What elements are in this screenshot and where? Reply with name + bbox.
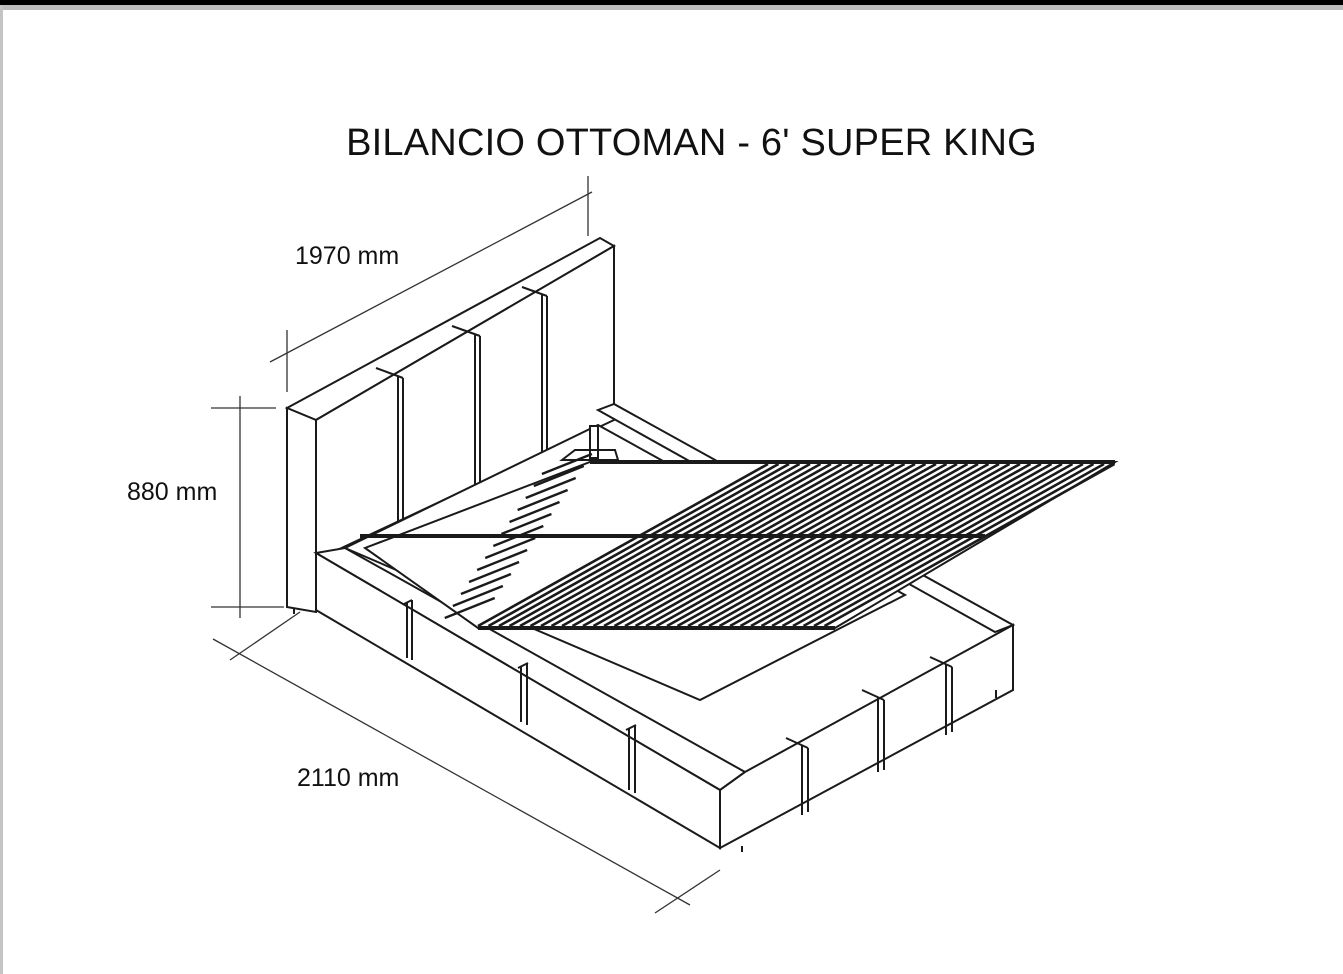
bed-slat [460, 572, 512, 596]
bed-slat [802, 462, 1095, 628]
drawing-title: BILANCIO OTTOMAN - 6' SUPER KING [346, 122, 1037, 164]
width-dimension-label: 1970 mm [295, 242, 400, 270]
bed-slat [760, 462, 1053, 628]
bed-slat [676, 462, 969, 628]
bed-slat [729, 462, 1021, 628]
length-dimension-line [212, 611, 721, 914]
bed-slat [813, 462, 1105, 628]
bed-slat [645, 462, 937, 628]
base-foot-end [293, 608, 1014, 852]
height-dimension-label: 880 mm [127, 478, 218, 506]
bed-slat [603, 462, 895, 628]
bed-slat [541, 452, 593, 476]
bed-slat [582, 462, 874, 628]
slatted-platform [360, 452, 1119, 630]
bed-slat [525, 476, 577, 500]
bed-slat [571, 462, 864, 628]
bed-slat [666, 462, 958, 628]
bed-slat [771, 462, 1063, 628]
height-dimension-line [211, 396, 284, 618]
bed-slat [517, 488, 569, 512]
bed-slat [613, 462, 906, 628]
bed-slat [592, 462, 885, 628]
bed-slat [533, 464, 585, 488]
bed-slat [823, 462, 1116, 628]
bed-slat [444, 596, 496, 620]
window-left-border [0, 5, 3, 974]
bed-slat [697, 462, 990, 628]
bed-slat [476, 548, 528, 572]
bed-slat [624, 462, 916, 628]
bed-slat [508, 462, 801, 628]
bed-slat [781, 462, 1074, 628]
width-dimension-line [269, 176, 593, 392]
window-top-bar [0, 0, 1343, 5]
bed-slat [540, 462, 832, 628]
bed-slat [519, 462, 811, 628]
bed-slat [718, 462, 1011, 628]
bed-slat [550, 462, 843, 628]
bed-slat [792, 462, 1084, 628]
bed-slat [655, 462, 948, 628]
bed-slat [484, 536, 536, 560]
bed-slat [498, 462, 790, 628]
bed-slat [500, 512, 552, 536]
bed-slat [529, 462, 822, 628]
headboard [284, 236, 616, 614]
bed-slat [477, 462, 769, 628]
bed-slat [687, 462, 979, 628]
bed-slat [739, 462, 1032, 628]
bed-slat [487, 462, 780, 628]
bed-slat [468, 560, 520, 584]
bed-slat [708, 462, 1000, 628]
bed-slat [561, 462, 853, 628]
bed-slat [750, 462, 1042, 628]
length-dimension-label: 2110 mm [297, 764, 400, 792]
window-border [0, 5, 1343, 10]
bed-slat [509, 500, 560, 524]
bed-slat [634, 462, 927, 628]
bed-slat [452, 584, 504, 608]
